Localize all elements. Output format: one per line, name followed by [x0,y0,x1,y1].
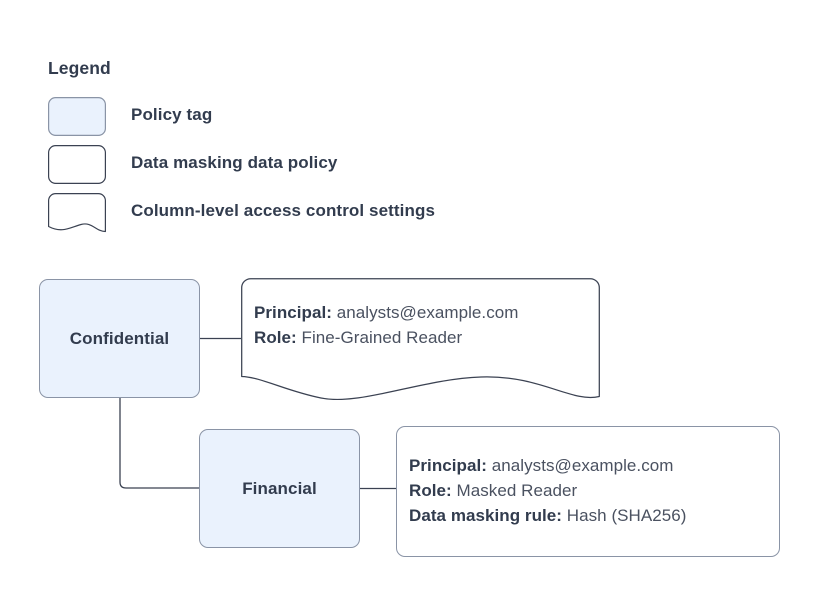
callout-line: Principal: analysts@example.com [409,453,687,478]
callout-line: Role: Masked Reader [409,478,687,503]
legend-swatch-policy-tag [48,97,106,136]
legend-swatch-data-masking-policy [48,145,106,184]
callout-line-value: Masked Reader [456,481,578,500]
callout-line-key: Data masking rule: [409,506,563,525]
callout-line-value: analysts@example.com [336,303,519,322]
legend-title: Legend [48,58,111,78]
callout-line-key: Role: [409,481,452,500]
callout-line-key: Principal: [409,456,487,475]
callout-confidential-text: Principal: analysts@example.com Role: Fi… [254,300,518,350]
callout-confidential-shape [241,278,600,400]
callout-line-key: Role: [254,328,297,347]
callout-line-value: Fine-Grained Reader [301,328,463,347]
callout-financial-settings[interactable]: Principal: analysts@example.com Role: Ma… [396,426,780,557]
callout-line: Data masking rule: Hash (SHA256) [409,503,687,528]
callout-financial-text: Principal: analysts@example.com Role: Ma… [409,453,687,528]
callout-line: Principal: analysts@example.com [254,300,518,325]
legend-label-data-masking-policy: Data masking data policy [131,153,338,172]
edge-confidential-to-financial [119,398,199,489]
legend-swatch-column-access-settings [48,193,106,233]
callout-line: Role: Fine-Grained Reader [254,325,518,350]
node-financial[interactable]: Financial [199,429,360,548]
callout-line-key: Principal: [254,303,332,322]
legend-label-policy-tag: Policy tag [131,105,213,124]
callout-line-value: analysts@example.com [491,456,674,475]
node-confidential[interactable]: Confidential [39,279,200,398]
callout-line-value: Hash (SHA256) [566,506,687,525]
callout-confidential-settings[interactable]: Principal: analysts@example.com Role: Fi… [241,278,600,400]
legend-label-column-access-settings: Column-level access control settings [131,201,436,220]
